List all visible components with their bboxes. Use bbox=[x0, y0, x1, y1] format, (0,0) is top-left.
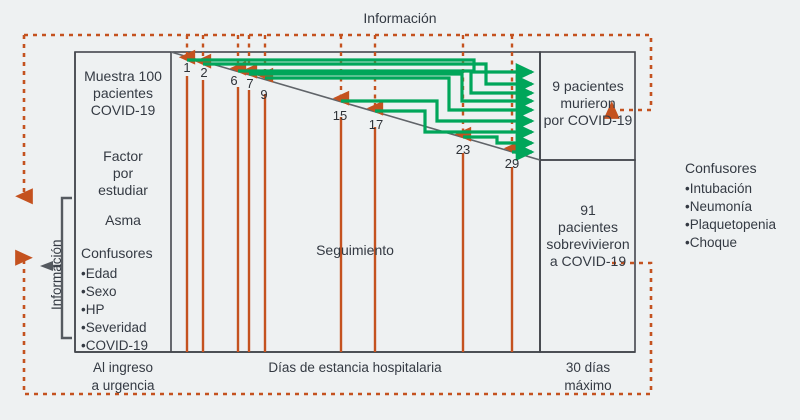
factor-line-1: Factor bbox=[103, 148, 143, 164]
left-confounder-item-0: •Edad bbox=[81, 266, 118, 281]
day-event-lines bbox=[178, 35, 521, 352]
left-confounders-title: Confusores bbox=[81, 245, 153, 261]
right-confounders-title: Confusores bbox=[685, 160, 757, 176]
information-top-path bbox=[15, 33, 653, 205]
survivors-line-1: 91 bbox=[580, 202, 596, 218]
left-confounder-item-2: •HP bbox=[81, 302, 105, 317]
bullet-icon: • bbox=[685, 181, 690, 196]
information-left-label: Información bbox=[49, 239, 64, 310]
death-routing-lines bbox=[187, 58, 535, 161]
deaths-line-3: por COVID-19 bbox=[543, 112, 633, 128]
day-label-1: 1 bbox=[183, 60, 191, 75]
factor-line-2: por bbox=[112, 165, 134, 181]
left-confounder-item-3: •Severidad bbox=[81, 320, 147, 335]
day-label-2: 2 bbox=[200, 65, 208, 80]
factor-line-3: estudiar bbox=[98, 182, 148, 198]
axis-middle-label: Días de estancia hospitalaria bbox=[268, 360, 442, 375]
bullet-icon: • bbox=[685, 235, 690, 250]
left-confounder-item-1: •Sexo bbox=[81, 284, 117, 299]
right-confounder-item-3: •Choque bbox=[685, 235, 738, 250]
bullet-icon: • bbox=[685, 217, 690, 232]
right-confounder-item-0: •Intubación bbox=[685, 181, 753, 196]
day-label-17: 17 bbox=[368, 117, 384, 132]
day-label-6: 6 bbox=[230, 73, 238, 88]
axis-right-line-1: 30 días bbox=[565, 360, 611, 375]
left-confounder-item-4: •COVID-19 bbox=[81, 338, 149, 353]
bullet-icon: • bbox=[685, 199, 690, 214]
axis-left-line-2: a urgencia bbox=[91, 378, 155, 393]
followup-label: Seguimiento bbox=[316, 242, 394, 258]
bullet-icon: • bbox=[81, 320, 86, 335]
information-brace bbox=[40, 196, 72, 340]
right-confounder-item-2: •Plaquetopenia bbox=[685, 217, 777, 232]
information-top-label: Información bbox=[363, 10, 437, 26]
deaths-line-1: 9 pacientes bbox=[552, 78, 624, 94]
sample-line-1: Muestra 100 bbox=[84, 68, 162, 84]
survivors-line-4: a COVID-19 bbox=[549, 253, 627, 269]
day-label-9: 9 bbox=[260, 87, 268, 102]
factor-value: Asma bbox=[105, 212, 141, 228]
day-label-15: 15 bbox=[332, 108, 348, 123]
sample-line-2: pacientes bbox=[93, 85, 153, 101]
day-label-29: 29 bbox=[504, 156, 520, 171]
axis-right-line-2: máximo bbox=[564, 378, 612, 393]
bullet-icon: • bbox=[81, 338, 86, 353]
bullet-icon: • bbox=[81, 266, 86, 281]
bullet-icon: • bbox=[81, 302, 86, 317]
sample-line-3: COVID-19 bbox=[90, 102, 156, 118]
day-label-23: 23 bbox=[455, 142, 471, 157]
bullet-icon: • bbox=[81, 284, 86, 299]
right-confounder-item-1: •Neumonía bbox=[685, 199, 753, 214]
deaths-line-2: murieron bbox=[560, 95, 616, 111]
axis-left-line-1: Al ingreso bbox=[92, 360, 154, 375]
main-frame bbox=[74, 51, 635, 353]
survivors-line-2: pacientes bbox=[558, 219, 618, 235]
survivors-line-3: sobrevivieron bbox=[546, 236, 630, 252]
right-outcome-boxes bbox=[539, 51, 636, 353]
day-label-7: 7 bbox=[246, 76, 254, 91]
